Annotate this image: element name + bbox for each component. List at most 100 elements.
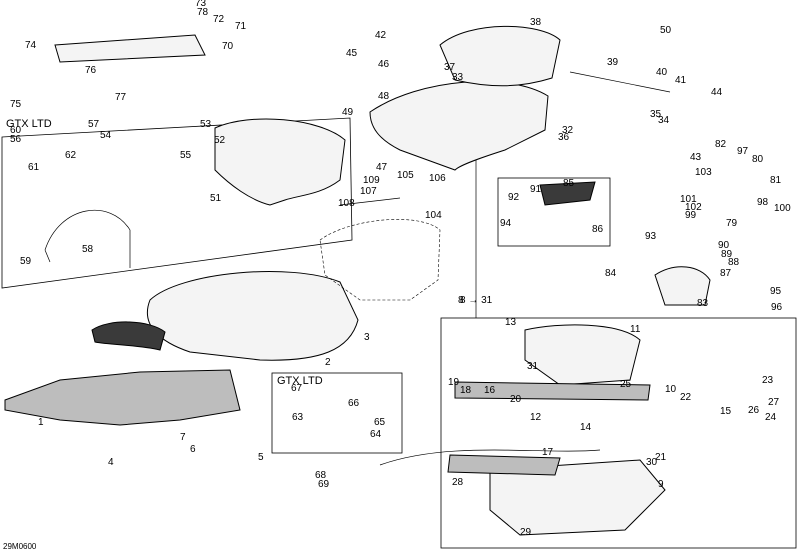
front-seat xyxy=(146,271,359,361)
handle-detail-frame xyxy=(497,177,611,247)
callout-57: 57 xyxy=(88,119,100,130)
callout-61: 61 xyxy=(28,162,40,173)
callout-68: 68 xyxy=(315,470,327,481)
callout-55: 55 xyxy=(180,150,192,161)
callout-51: 51 xyxy=(210,193,222,204)
callout-35: 35 xyxy=(650,109,662,120)
callout-73: 73 xyxy=(195,0,207,9)
gtx-ltd-frame-bottom xyxy=(271,372,403,454)
handle-grip xyxy=(539,181,596,206)
callout-41: 41 xyxy=(675,75,687,86)
mat xyxy=(447,454,561,476)
callout-106: 106 xyxy=(429,173,446,184)
callout-60: 60 xyxy=(10,125,22,136)
backrest-gtx xyxy=(214,118,346,206)
callout-76: 76 xyxy=(85,65,97,76)
callout-91: 91 xyxy=(530,184,542,195)
callout-20: 20 xyxy=(510,394,522,405)
callout-62: 62 xyxy=(65,150,77,161)
callout-27: 27 xyxy=(768,397,780,408)
callout-17: 17 xyxy=(542,447,554,458)
callout-16: 16 xyxy=(484,385,496,396)
callout-50: 50 xyxy=(660,25,672,36)
callout-69: 69 xyxy=(318,479,330,490)
rod-39 xyxy=(569,71,671,93)
callout-94: 94 xyxy=(500,218,512,229)
callout-65: 65 xyxy=(374,417,386,428)
support-frame xyxy=(44,209,131,268)
callout-49: 49 xyxy=(342,107,354,118)
callout-87: 87 xyxy=(720,268,732,279)
callout-77: 77 xyxy=(115,92,127,103)
callout-36: 36 xyxy=(558,132,570,143)
callout-63: 63 xyxy=(292,412,304,423)
frame-rail xyxy=(454,381,651,401)
callout-66: 66 xyxy=(348,398,360,409)
callout-24: 24 xyxy=(765,412,777,423)
callout-33: 33 xyxy=(452,72,464,83)
callout-29: 29 xyxy=(520,527,532,538)
callout-18: 18 xyxy=(460,385,472,396)
callout-103: 103 xyxy=(695,167,712,178)
figure-code: 29M0600 xyxy=(3,542,37,551)
callout-21: 21 xyxy=(655,452,667,463)
callout-9: 9 xyxy=(658,479,664,490)
rear-seat xyxy=(369,81,549,171)
callout-40: 40 xyxy=(656,67,668,78)
callout-22: 22 xyxy=(680,392,692,403)
callout-44: 44 xyxy=(711,87,723,98)
callout-101: 101 xyxy=(680,194,697,205)
callout-13: 13 xyxy=(505,317,517,328)
callout-59: 59 xyxy=(20,256,32,267)
callout-23: 23 xyxy=(762,375,774,386)
callout-19: 19 xyxy=(448,377,460,388)
callout-99: 99 xyxy=(685,210,697,221)
callout-84: 84 xyxy=(605,268,617,279)
callout-67: 67 xyxy=(291,383,303,394)
callout-30: 30 xyxy=(646,457,658,468)
callout-28: 28 xyxy=(452,477,464,488)
callout-107: 107 xyxy=(360,186,377,197)
callout-89: 89 xyxy=(721,249,733,260)
callout-45: 45 xyxy=(346,48,358,59)
seat-base xyxy=(4,369,241,426)
cable xyxy=(379,449,601,466)
callout-108: 108 xyxy=(338,198,355,209)
callout-93: 93 xyxy=(645,231,657,242)
callout-47: 47 xyxy=(376,162,388,173)
rod-108 xyxy=(339,197,401,206)
callout-37: 37 xyxy=(444,62,456,73)
callout-39: 39 xyxy=(607,57,619,68)
callout-52: 52 xyxy=(214,135,226,146)
callout-80: 80 xyxy=(752,154,764,165)
cross-ref-label: 8 → 31 xyxy=(460,295,493,306)
callout-86: 86 xyxy=(592,224,604,235)
callout-31: 31 xyxy=(527,361,539,372)
callout-90: 90 xyxy=(718,240,730,251)
callout-53: 53 xyxy=(200,119,212,130)
callout-43: 43 xyxy=(690,152,702,163)
callout-5: 5 xyxy=(258,452,264,463)
front-seat-edge xyxy=(91,321,166,351)
callout-14: 14 xyxy=(580,422,592,433)
callout-95: 95 xyxy=(770,286,782,297)
callout-78: 78 xyxy=(197,7,209,18)
callout-10: 10 xyxy=(665,384,677,395)
callout-34: 34 xyxy=(658,115,670,126)
callout-70: 70 xyxy=(222,41,234,52)
callout-15: 15 xyxy=(720,406,732,417)
callout-26: 26 xyxy=(748,405,760,416)
callout-1: 1 xyxy=(38,417,44,428)
callout-82: 82 xyxy=(715,139,727,150)
storage-bin xyxy=(489,459,666,536)
callout-38: 38 xyxy=(530,17,542,28)
callout-104: 104 xyxy=(425,210,442,221)
callout-6: 6 xyxy=(190,444,196,455)
callout-96: 96 xyxy=(771,302,783,313)
callout-2: 2 xyxy=(325,357,331,368)
callout-4: 4 xyxy=(108,457,114,468)
callout-58: 58 xyxy=(82,244,94,255)
callout-81: 81 xyxy=(770,175,782,186)
